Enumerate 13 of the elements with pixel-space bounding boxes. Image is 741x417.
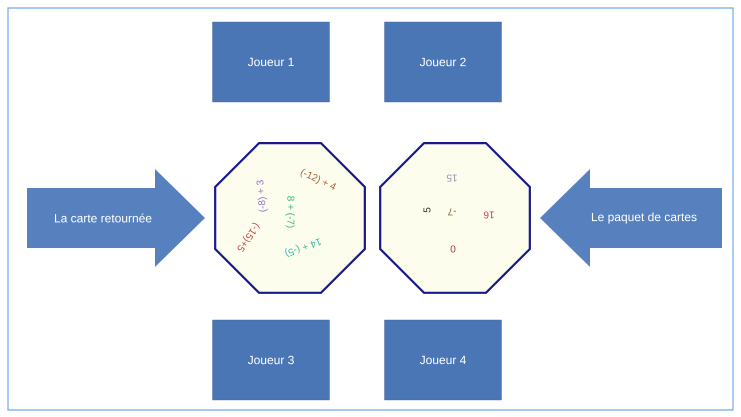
expression-text: 16 — [484, 211, 494, 219]
expression-text: 15 — [446, 174, 457, 182]
expression-text: 8 + (-7) — [285, 196, 295, 228]
player-box: Joueur 2 — [384, 22, 502, 102]
expression-text: (-8) + 3 — [256, 180, 268, 212]
expression-text: 0 — [450, 245, 456, 253]
expression-text: (-12) + 4 — [300, 168, 336, 190]
player-box: Joueur 1 — [212, 22, 330, 102]
player-box: Joueur 4 — [384, 320, 502, 400]
player-box: Joueur 3 — [212, 320, 330, 400]
expression-text: 14 + (-5) — [285, 238, 322, 258]
expression-text: -7 — [448, 208, 456, 216]
expression-text: 5 — [424, 208, 430, 212]
